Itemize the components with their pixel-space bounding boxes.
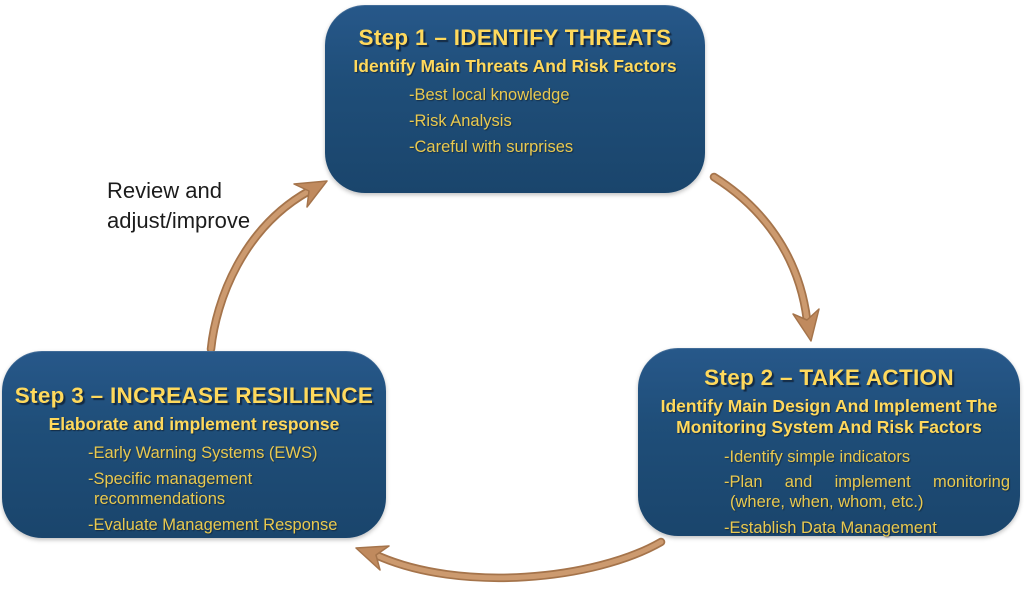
review-label-line2: adjust/improve [107,208,251,233]
step3-bullet-3: -Evaluate Management Response [88,515,338,534]
arrow-step1-to-step2-icon [709,172,820,342]
arrow-step3-to-step1-icon [206,180,328,354]
step2-bullet-2: -Plan and implement monitoring (where, w… [724,473,1010,512]
step2-title: Step 2 – TAKE ACTION [704,365,954,390]
review-adjust-label: Review and adjust/improve [107,176,250,236]
step3-bullet-1: -Early Warning Systems (EWS) [88,444,318,463]
step3-title: Step 3 – INCREASE RESILIENCE [14,383,374,408]
arrow-step2-to-step3-icon [355,537,666,582]
step3-bullet-2: -Specific management recommendations [88,470,253,508]
step1-subtitle: Identify Main Threats And Risk Factors [353,56,677,76]
step1-bullet-list: -Best local knowledge -Risk Analysis -Ca… [325,86,705,157]
step3-bullet-list: -Early Warning Systems (EWS) -Specific m… [2,444,386,535]
step1-title: Step 1 – IDENTIFY THREATS [358,25,672,50]
step2-subtitle: Identify Main Design And Implement The M… [660,396,998,438]
step2-bullet-list: -Identify simple indicators -Plan and im… [638,448,1020,539]
step1-bullet-1: -Best local knowledge [409,86,570,105]
review-label-line1: Review and [107,178,222,203]
step2-bullet-3: -Establish Data Management [724,519,937,538]
step1-box: Step 1 – IDENTIFY THREATS Identify Main … [325,5,705,193]
step1-bullet-2: -Risk Analysis [409,112,512,131]
step3-box: Step 3 – INCREASE RESILIENCE Elaborate a… [2,351,386,538]
step2-box: Step 2 – TAKE ACTION Identify Main Desig… [638,348,1020,539]
step1-bullet-3: -Careful with surprises [409,137,574,156]
step3-subtitle: Elaborate and implement response [48,414,340,434]
step2-bullet-1: -Identify simple indicators [724,447,911,466]
